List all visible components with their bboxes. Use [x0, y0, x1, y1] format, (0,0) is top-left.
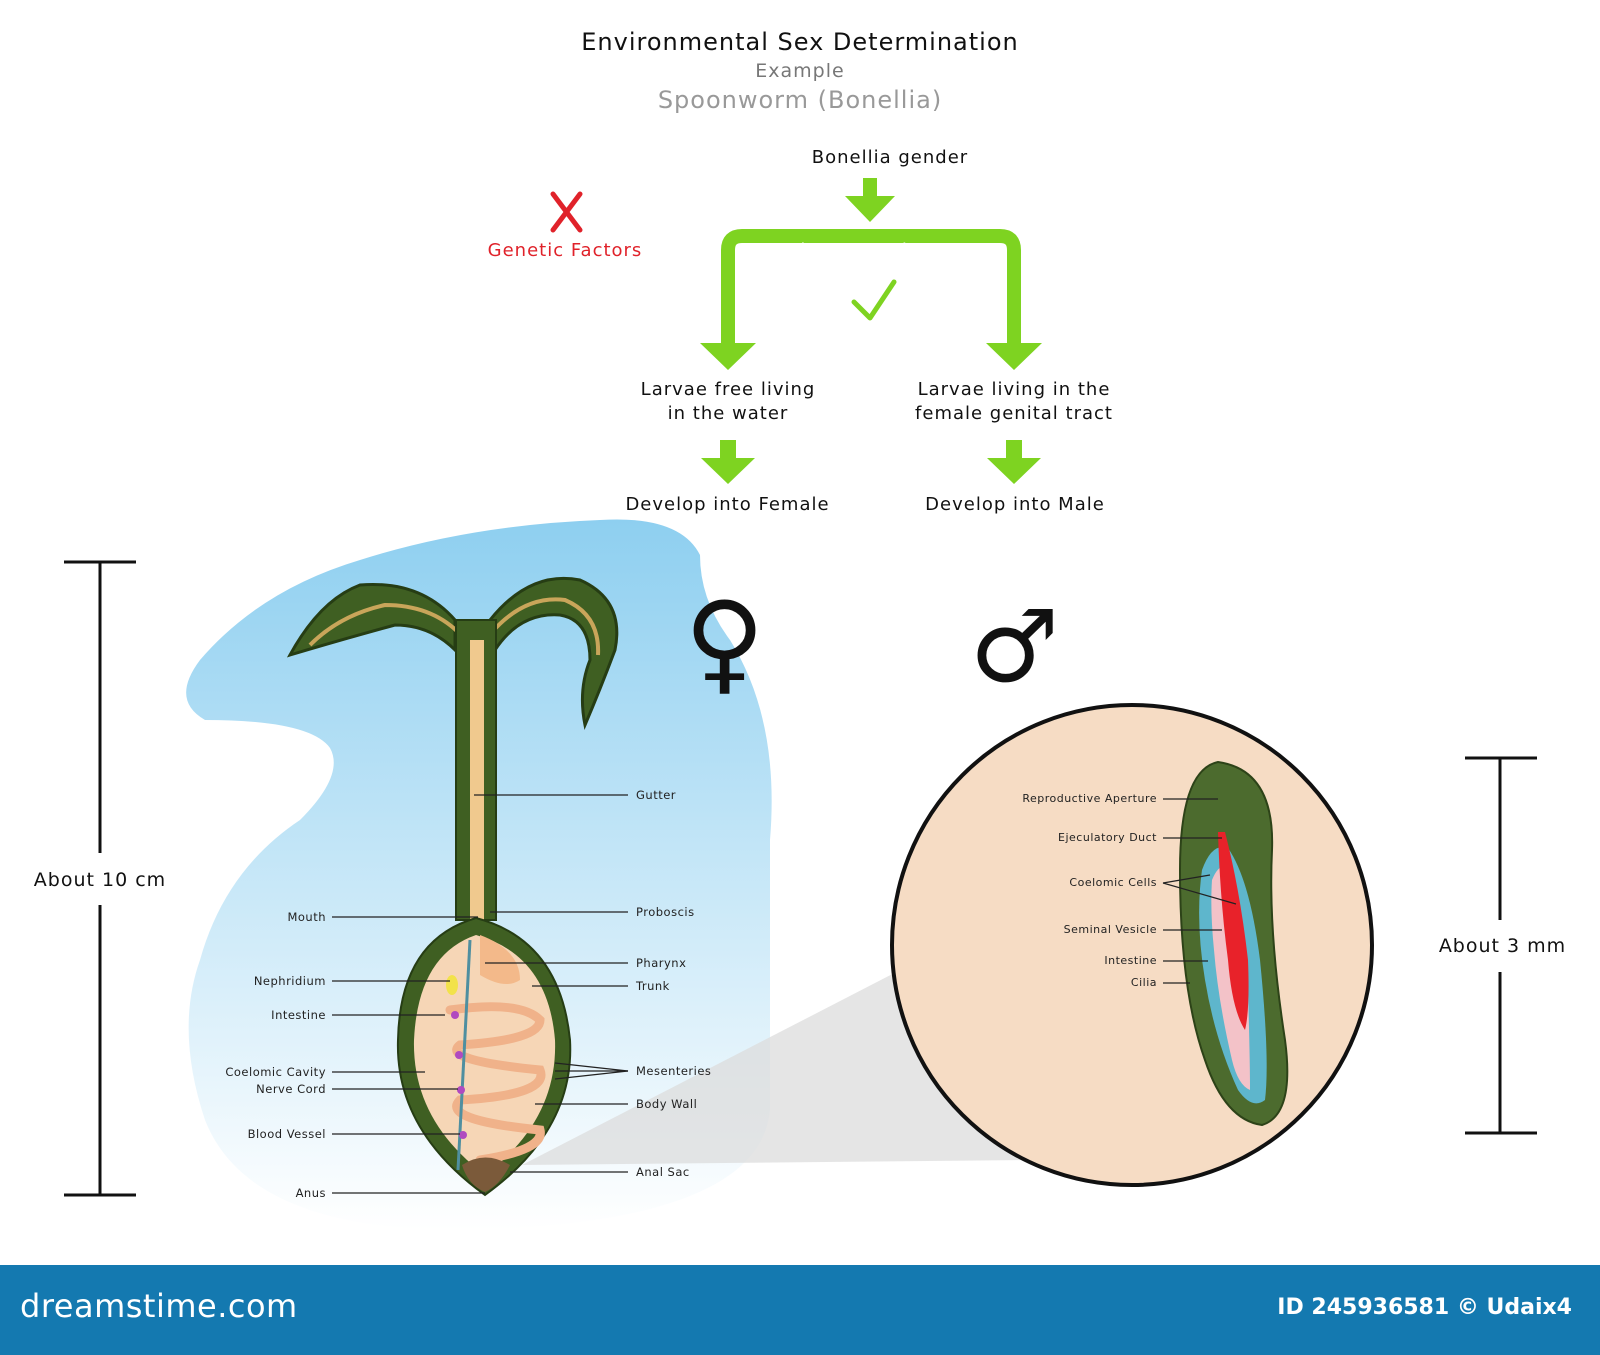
environmental-factors-label: Environmental Factors [763, 240, 987, 261]
female-result: Develop into Female [625, 494, 830, 515]
root-arrow [845, 178, 895, 222]
root-label: Bonellia gender [811, 147, 969, 168]
male-condition-line-1: Larvae living in the [917, 379, 1111, 400]
male-worm [1178, 760, 1289, 1127]
label-intestine-male: Intestine [1104, 954, 1157, 967]
female-worm [286, 576, 619, 1197]
organism-title: Spoonworm (Bonellia) [657, 86, 943, 114]
diagram-canvas [64, 178, 1537, 1231]
label-intestine-female: Intestine [271, 1008, 326, 1022]
female-scale-bar [64, 560, 136, 1197]
label-blood-vessel: Blood Vessel [247, 1127, 326, 1141]
brand-logo[interactable]: dreamstime.com [20, 1287, 298, 1325]
male-condition: Larvae living in the female genital trac… [884, 378, 1144, 426]
footer-bar: dreamstime.com ID 245936581 © Udaix4 [0, 1265, 1600, 1355]
label-gutter: Gutter [636, 788, 677, 802]
label-coelomic-cavity: Coelomic Cavity [225, 1065, 326, 1079]
image-credit: ID 245936581 © Udaix4 [1277, 1295, 1572, 1320]
male-zoom-circle [890, 703, 1374, 1187]
label-pharynx: Pharynx [636, 956, 687, 970]
label-anal-sac: Anal Sac [636, 1165, 690, 1179]
male-condition-line-2: female genital tract [915, 403, 1113, 424]
male-result: Develop into Male [925, 494, 1105, 515]
label-reproductive-aperture: Reproductive Aperture [1022, 792, 1157, 805]
label-ejeculatory-duct: Ejeculatory Duct [1058, 831, 1157, 844]
label-coelomic-cells: Coelomic Cells [1069, 876, 1157, 889]
label-cilia: Cilia [1130, 976, 1157, 989]
label-nephridium: Nephridium [253, 974, 326, 988]
cross-icon [550, 191, 583, 233]
female-condition-line-1: Larvae free living [640, 379, 816, 400]
check-icon [851, 279, 897, 321]
label-nerve-cord: Nerve Cord [256, 1082, 326, 1096]
female-result-arrow [701, 440, 755, 484]
female-condition: Larvae free living in the water [603, 378, 853, 426]
label-proboscis: Proboscis [636, 905, 695, 919]
label-trunk: Trunk [636, 979, 670, 993]
female-scale-label: About 10 cm [33, 869, 167, 891]
male-symbol-icon: ♂ [969, 588, 1061, 705]
female-leader-lines [332, 794, 629, 1194]
male-scale-label: About 3 mm [1438, 935, 1567, 957]
environmental-bracket [700, 229, 1042, 370]
male-result-arrow [987, 440, 1041, 484]
label-body-wall: Body Wall [636, 1097, 698, 1111]
male-leader-lines [1162, 798, 1237, 984]
label-seminal-vesicle: Seminal Vesicle [1063, 923, 1157, 936]
label-mouth: Mouth [287, 910, 326, 924]
female-symbol-icon: ♀ [684, 578, 766, 706]
label-mesenteries: Mesenteries [636, 1064, 712, 1078]
genetic-factors-label: Genetic Factors [487, 240, 643, 261]
male-scale-bar [1465, 756, 1537, 1135]
page-subtitle: Example [755, 60, 845, 82]
page-title: Environmental Sex Determination [581, 28, 1019, 56]
label-anus: Anus [295, 1186, 326, 1200]
female-condition-line-2: in the water [667, 403, 789, 424]
